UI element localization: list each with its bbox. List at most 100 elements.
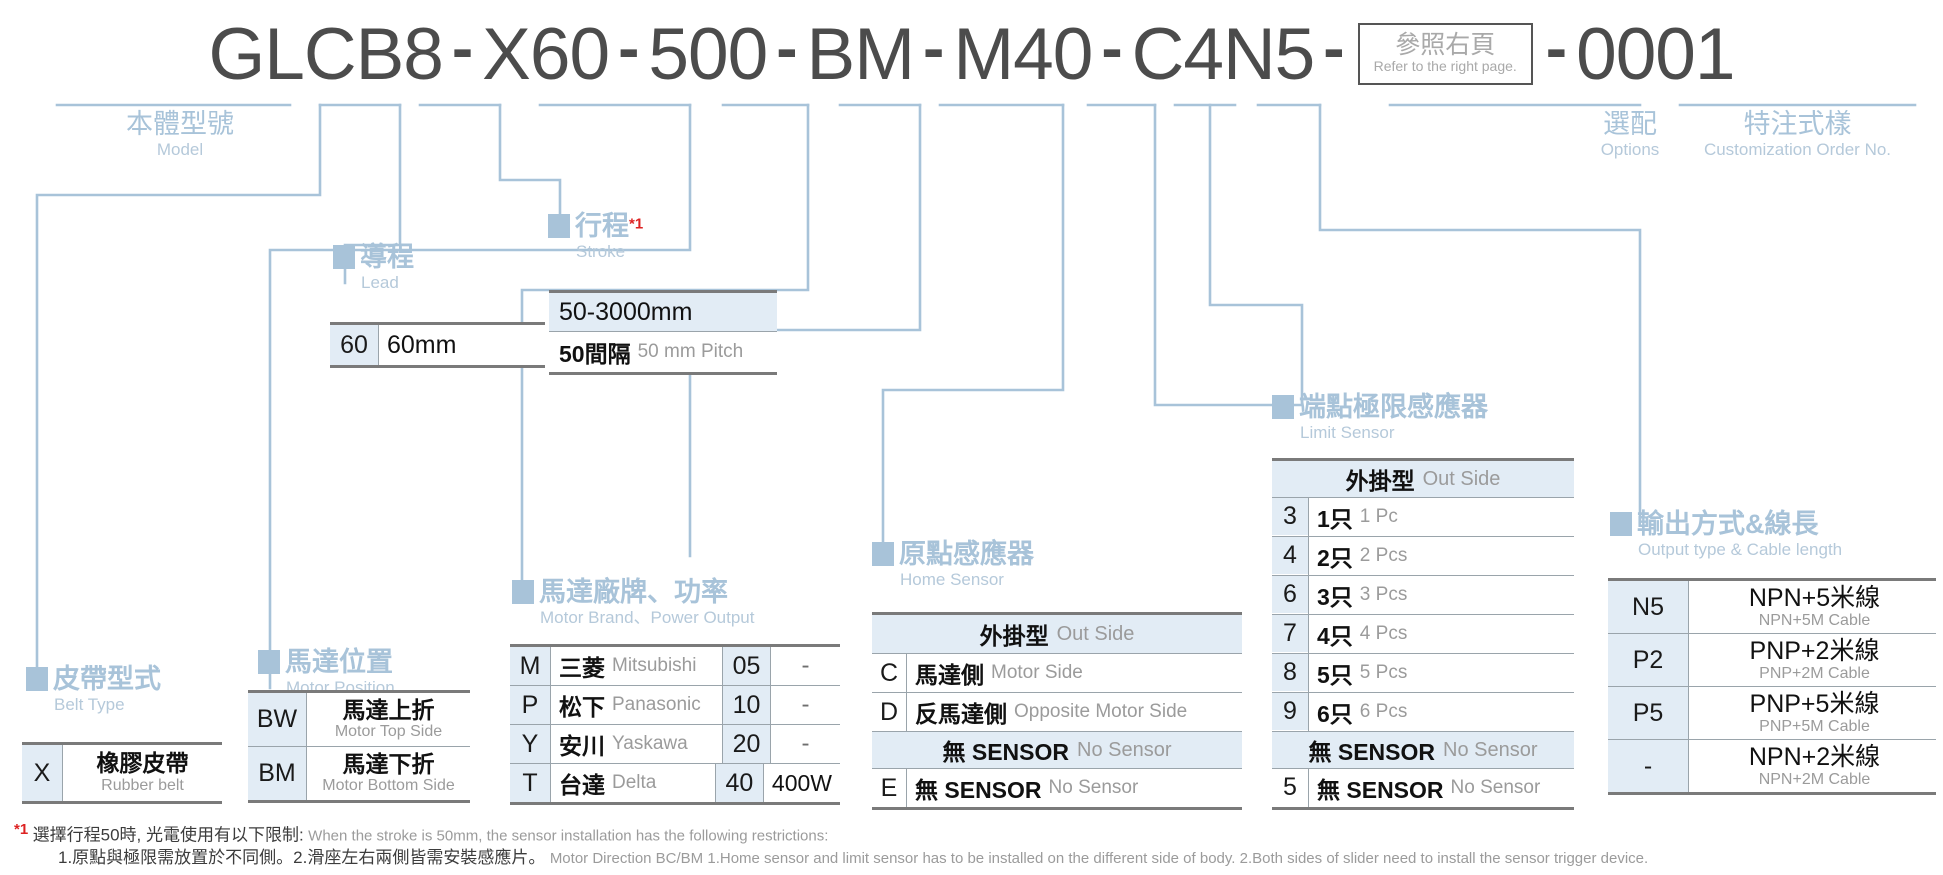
- brand-code-cell-0: M: [510, 647, 550, 685]
- caption-stroke-cn: 行程: [575, 211, 629, 241]
- square-bullet-icon: [548, 214, 570, 238]
- table-row[interactable]: E 無 SENSOR No Sensor: [872, 769, 1242, 807]
- table-stroke: 50-3000mm 50間隔 50 mm Pitch: [549, 290, 777, 375]
- brand-name-cell-0: 三菱 Mitsubishi: [550, 647, 722, 685]
- table-row[interactable]: N5 NPN+5米線 NPN+5M Cable: [1608, 581, 1936, 634]
- table-row[interactable]: P 松下 Panasonic 10 -: [510, 686, 840, 725]
- home-sensor-group2-cn: 無 SENSOR: [942, 739, 1070, 765]
- output-value-cell-1: PNP+2米線 PNP+2M Cable: [1688, 634, 1936, 686]
- brand-code-cell-1: P: [510, 686, 550, 724]
- footnote-mark: *1: [629, 215, 644, 233]
- table-row[interactable]: P2 PNP+2米線 PNP+2M Cable: [1608, 634, 1936, 687]
- code-segment-belt-lead: X60: [482, 13, 610, 95]
- brand-name-cell-3: 台達 Delta: [550, 764, 715, 802]
- caption-belt-type: 皮帶型式 Belt Type: [26, 664, 161, 715]
- brand-cn-2: 安川: [559, 733, 605, 759]
- limit-sensor-code-cell-4: 8: [1272, 654, 1308, 691]
- table-row[interactable]: M 三菱 Mitsubishi 05 -: [510, 647, 840, 686]
- limit-sensor-group-outside: 外掛型 Out Side: [1272, 461, 1574, 498]
- table-row[interactable]: T 台達 Delta 40 400W: [510, 764, 840, 802]
- home-sensor-cn-0: 馬達側: [915, 662, 984, 688]
- square-bullet-icon: [872, 542, 894, 566]
- code-segment-motor-pos: BM: [806, 13, 915, 95]
- brand-code-cell-3: T: [510, 764, 550, 802]
- output-value-cell-3: NPN+2米線 NPN+2M Cable: [1688, 740, 1936, 792]
- limit-sensor-en-1: 2 Pcs: [1359, 545, 1408, 566]
- power-value-cell-0: -: [770, 647, 840, 685]
- table-row[interactable]: P5 PNP+5米線 PNP+5M Cable: [1608, 687, 1936, 740]
- lead-code-cell: 60: [330, 325, 378, 365]
- table-row[interactable]: 5 無 SENSOR No Sensor: [1272, 769, 1574, 807]
- limit-sensor-cn-5: 6只: [1317, 701, 1353, 727]
- square-bullet-icon: [512, 580, 534, 604]
- caption-belt-type-en: Belt Type: [54, 694, 125, 714]
- home-sensor-group1-en: Out Side: [1056, 622, 1135, 645]
- code-separator: -: [1323, 12, 1345, 84]
- table-row[interactable]: BM 馬達下折 Motor Bottom Side: [248, 747, 470, 800]
- power-code-cell-0: 05: [722, 647, 770, 685]
- belt-value-cell: 橡膠皮帶 Rubber belt: [62, 745, 222, 801]
- output-en-1: PNP+2M Cable: [1759, 665, 1870, 683]
- caption-motor-brand-en: Motor Brand、Power Output: [540, 607, 755, 627]
- caption-customization-cn: 特注式樣: [1743, 109, 1852, 139]
- code-separator: -: [776, 12, 798, 84]
- limit-sensor-cn-1: 2只: [1317, 545, 1353, 571]
- table-row[interactable]: - NPN+2米線 NPN+2M Cable: [1608, 740, 1936, 792]
- output-en-0: NPN+5M Cable: [1758, 612, 1871, 630]
- code-separator: -: [923, 12, 945, 84]
- output-code-cell-1: P2: [1608, 634, 1688, 686]
- limit-sensor-code-cell-3: 7: [1272, 615, 1308, 652]
- table-row[interactable]: BW 馬達上折 Motor Top Side: [248, 693, 470, 747]
- limit-sensor-en-3: 4 Pcs: [1359, 623, 1408, 644]
- limit-sensor-code-cell-6: 5: [1272, 769, 1308, 806]
- caption-options-cn: 選配: [1603, 109, 1657, 139]
- limit-sensor-value-cell-0: 1只 1 Pc: [1308, 498, 1574, 536]
- brand-name-cell-1: 松下 Panasonic: [550, 686, 722, 724]
- footnote-block: *1 選擇行程50時, 光電使用有以下限制: When the stroke i…: [14, 820, 1934, 870]
- limit-sensor-value-cell-1: 2只 2 Pcs: [1308, 537, 1574, 575]
- limit-sensor-group1-cn: 外掛型: [1345, 468, 1415, 494]
- table-row[interactable]: 7 4只 4 Pcs: [1272, 615, 1574, 654]
- table-row[interactable]: 8 5只 5 Pcs: [1272, 654, 1574, 693]
- power-value-cell-3: 400W: [762, 764, 840, 802]
- part-number-header: GLCB8 - X60 - 500 - BM - M40 - C4N5 - 參照…: [0, 8, 1943, 100]
- caption-belt-type-cn: 皮帶型式: [53, 664, 161, 694]
- power-value-3: 400W: [771, 769, 832, 796]
- limit-sensor-value-cell-6: 無 SENSOR No Sensor: [1308, 769, 1574, 807]
- brand-en-1: Panasonic: [612, 694, 701, 715]
- brand-en-0: Mitsubishi: [612, 655, 697, 676]
- limit-sensor-cn-6: 無 SENSOR: [1317, 777, 1444, 803]
- table-row[interactable]: 6 3只 3 Pcs: [1272, 576, 1574, 615]
- belt-value-cn: 橡膠皮帶: [96, 750, 189, 777]
- caption-motor-brand: 馬達廠牌、功率 Motor Brand、Power Output: [512, 577, 755, 628]
- output-cn-0: NPN+5米線: [1748, 584, 1881, 613]
- table-row[interactable]: D 反馬達側 Opposite Motor Side: [872, 693, 1242, 732]
- brand-en-2: Yaskawa: [612, 733, 688, 754]
- table-row[interactable]: 9 6只 6 Pcs: [1272, 693, 1574, 732]
- motor-pos-code-cell-1: BM: [248, 747, 306, 800]
- caption-stroke: 行程*1 Stroke: [548, 211, 644, 262]
- ref-box-en: Refer to the right page.: [1373, 58, 1517, 75]
- caption-limit-sensor-cn: 端點極限感應器: [1299, 392, 1488, 422]
- limit-sensor-cn-2: 3只: [1317, 584, 1353, 610]
- limit-sensor-en-6: No Sensor: [1450, 777, 1541, 798]
- table-row[interactable]: 4 2只 2 Pcs: [1272, 537, 1574, 576]
- code-separator: -: [1545, 12, 1568, 84]
- table-row[interactable]: C 馬達側 Motor Side: [872, 654, 1242, 693]
- table-row[interactable]: 3 1只 1 Pc: [1272, 498, 1574, 537]
- caption-model: 本體型號 Model: [60, 109, 300, 160]
- limit-sensor-value-cell-5: 6只 6 Pcs: [1308, 693, 1574, 731]
- table-row[interactable]: Y 安川 Yaskawa 20 -: [510, 725, 840, 764]
- limit-sensor-en-0: 1 Pc: [1359, 506, 1398, 527]
- table-row[interactable]: 60 60mm: [330, 325, 545, 365]
- caption-motor-position-cn: 馬達位置: [285, 647, 393, 677]
- table-motor-brand: M 三菱 Mitsubishi 05 - P 松下 Panasonic 10 -…: [510, 644, 840, 805]
- square-bullet-icon: [26, 667, 48, 691]
- code-segment-sensors: C4N5: [1131, 13, 1316, 95]
- table-home-sensor: 外掛型 Out Side C 馬達側 Motor Side D 反馬達側 Opp…: [872, 612, 1242, 810]
- caption-stroke-en: Stroke: [576, 241, 626, 261]
- table-row[interactable]: X 橡膠皮帶 Rubber belt: [22, 745, 222, 801]
- stroke-range-header: 50-3000mm: [549, 293, 777, 332]
- table-row[interactable]: 50間隔 50 mm Pitch: [549, 332, 777, 372]
- lead-value-cell: 60mm: [378, 325, 545, 365]
